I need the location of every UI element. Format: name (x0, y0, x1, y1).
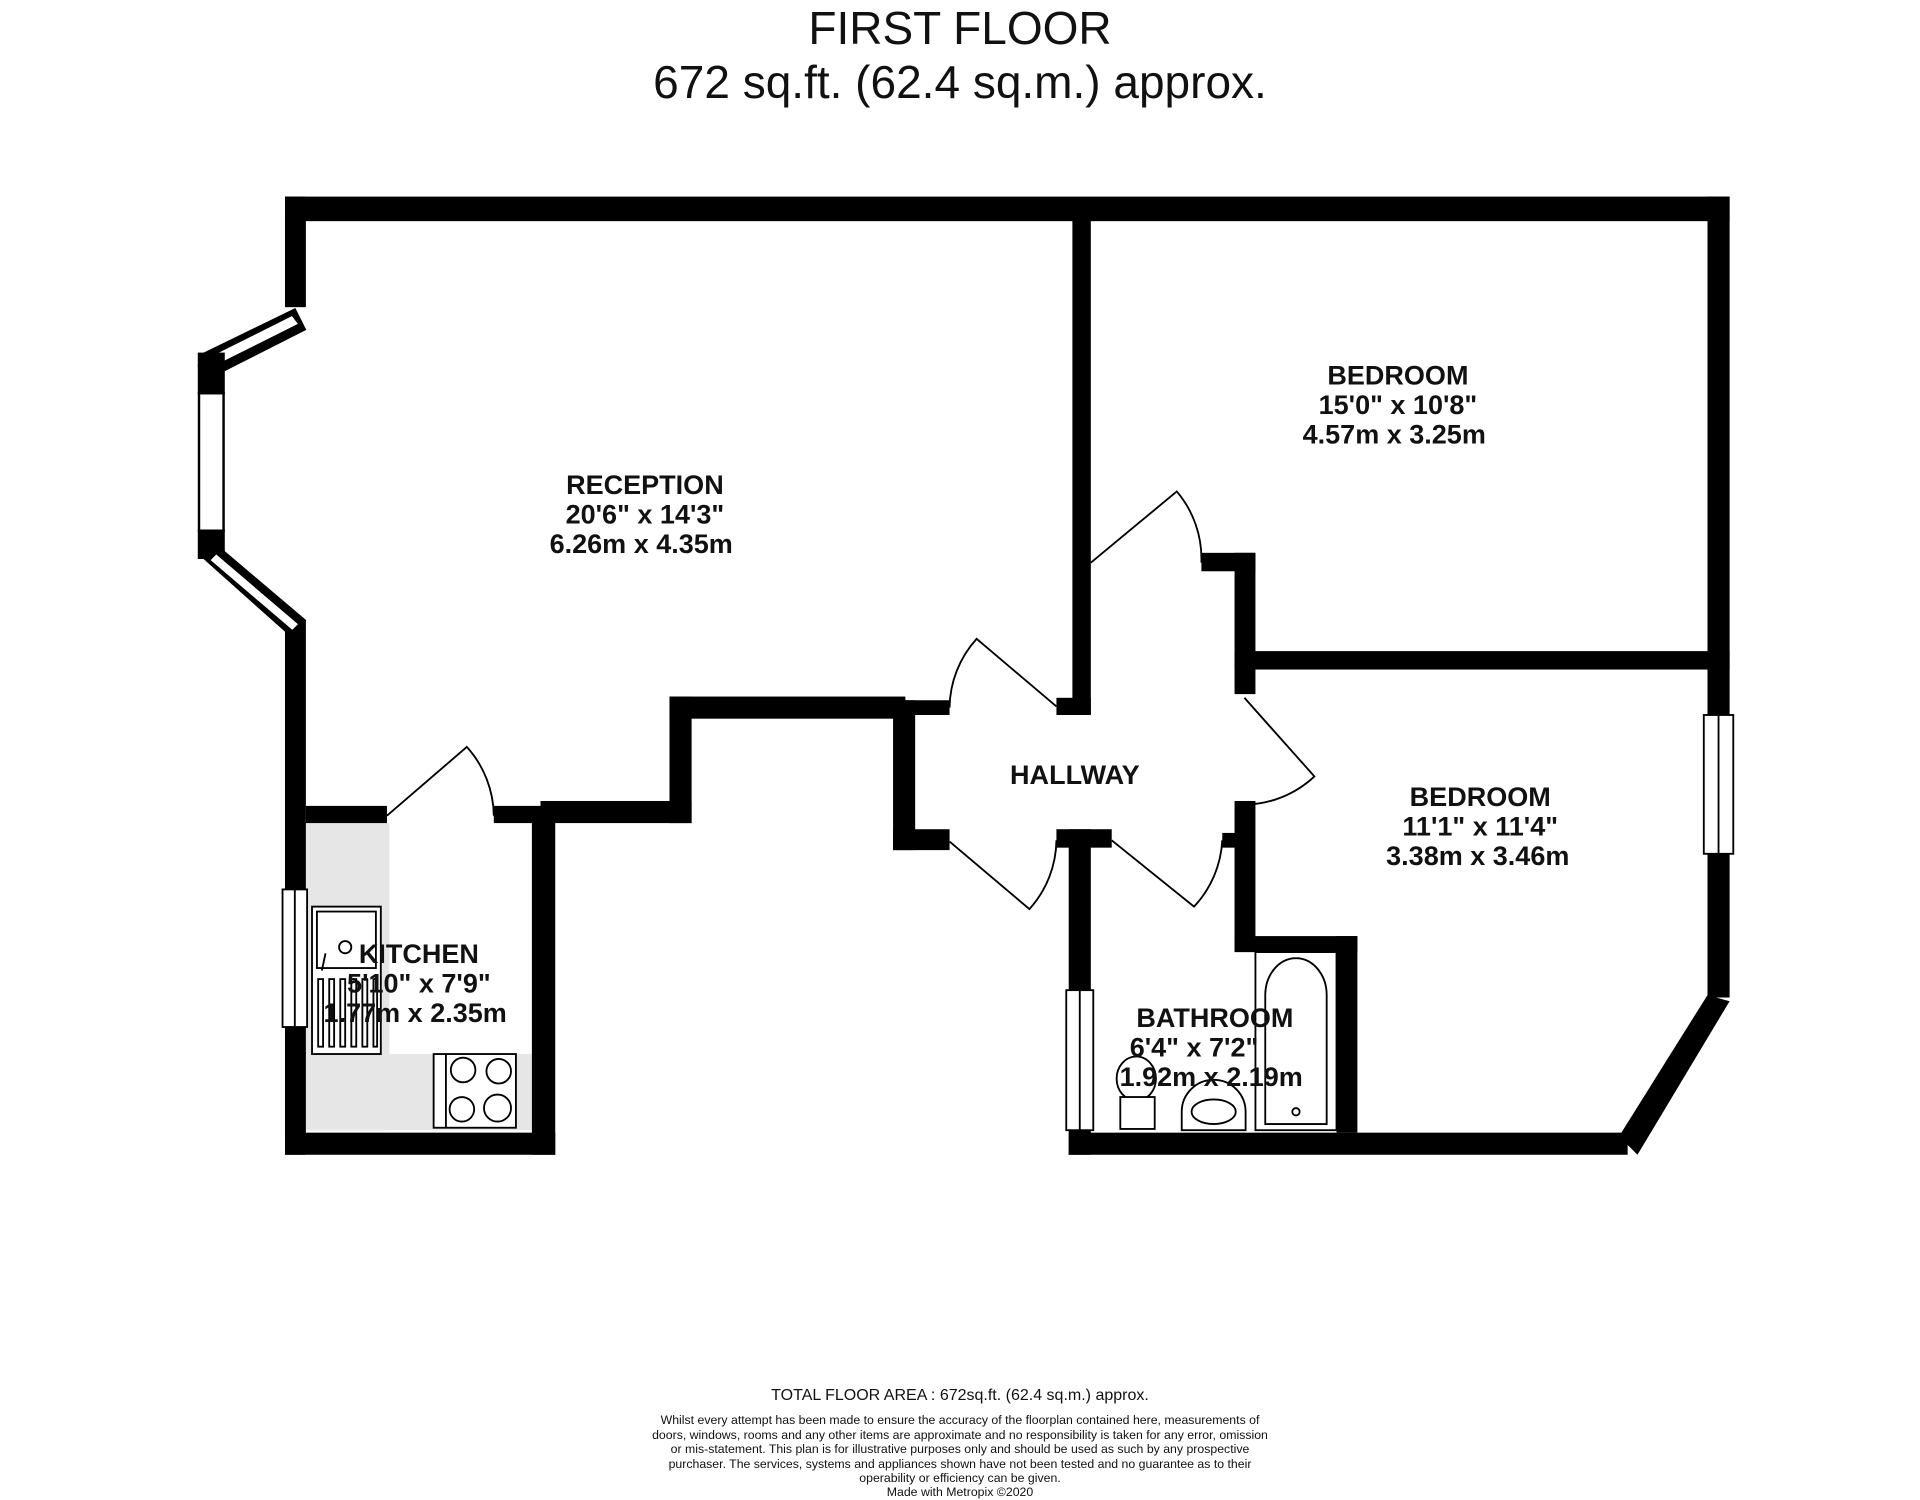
bay-window (197, 307, 307, 641)
svg-text:1.77m x 2.35m: 1.77m x 2.35m (324, 998, 507, 1028)
svg-text:4.57m x 3.25m: 4.57m x 3.25m (1303, 420, 1486, 450)
room-kitchen: KITCHEN 5'10" x 7'9" 1.77m x 2.35m (324, 939, 507, 1028)
doors (386, 490, 1316, 911)
room-reception: RECEPTION 20'6" x 14'3" 6.26m x 4.35m (550, 470, 733, 559)
svg-text:KITCHEN: KITCHEN (359, 939, 479, 969)
hob-icon (432, 1053, 517, 1129)
svg-text:6.26m x 4.35m: 6.26m x 4.35m (550, 529, 733, 559)
svg-text:5'10" x 7'9": 5'10" x 7'9" (347, 969, 491, 999)
svg-text:BEDROOM: BEDROOM (1327, 361, 1468, 391)
svg-text:BATHROOM: BATHROOM (1136, 1003, 1293, 1033)
toilet-icon (1115, 1055, 1157, 1130)
floor-area: 672 sq.ft. (62.4 sq.m.) approx. (653, 56, 1267, 108)
kitchen-sink-icon (311, 905, 382, 1055)
room-bedroom-2: BEDROOM 11'1" x 11'4" 3.38m x 3.46m (1386, 782, 1569, 871)
bath-icon (1254, 951, 1338, 1132)
svg-text:BEDROOM: BEDROOM (1410, 782, 1551, 812)
svg-text:15'0" x 10'8": 15'0" x 10'8" (1319, 390, 1478, 420)
svg-text:11'1" x 11'4": 11'1" x 11'4" (1402, 811, 1558, 841)
room-bedroom-1: BEDROOM 15'0" x 10'8" 4.57m x 3.25m (1303, 361, 1486, 450)
svg-text:1.92m x 2.19m: 1.92m x 2.19m (1120, 1062, 1303, 1092)
basin-icon (1180, 1078, 1247, 1132)
svg-text:3.38m x 3.46m: 3.38m x 3.46m (1386, 841, 1569, 871)
disclaimer: Whilst every attempt has been made to en… (652, 1413, 1268, 1485)
total-floor-area: TOTAL FLOOR AREA : 672sq.ft. (62.4 sq.m.… (771, 1387, 1149, 1404)
floor-title: FIRST FLOOR (808, 2, 1112, 54)
svg-text:HALLWAY: HALLWAY (1010, 760, 1140, 790)
svg-text:20'6" x 14'3": 20'6" x 14'3" (566, 499, 725, 529)
room-hallway: HALLWAY (1010, 760, 1140, 790)
svg-text:RECEPTION: RECEPTION (566, 470, 724, 500)
room-bathroom: BATHROOM 6'4" x 7'2" 1.92m x 2.19m (1120, 1003, 1303, 1092)
windows (281, 714, 1735, 1132)
credit: Made with Metropix ©2020 (886, 1485, 1034, 1499)
svg-text:6'4" x 7'2": 6'4" x 7'2" (1130, 1032, 1259, 1062)
